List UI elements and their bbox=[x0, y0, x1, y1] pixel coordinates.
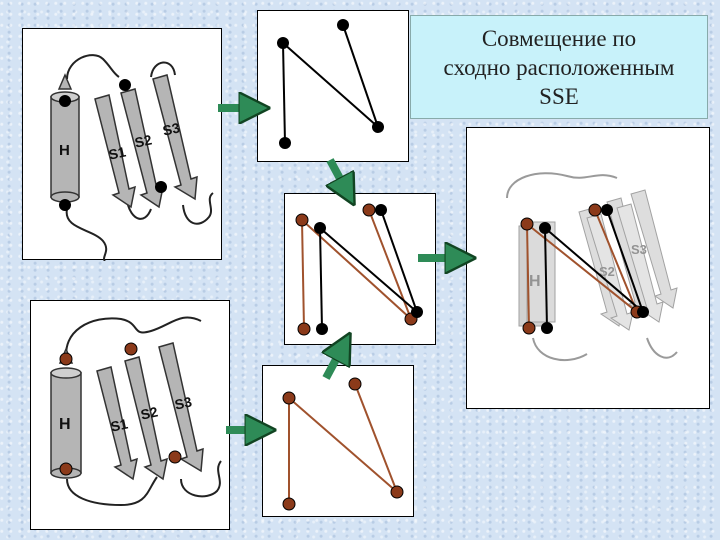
strand-label-3: S3 bbox=[173, 393, 193, 412]
green-arrow-icon bbox=[330, 160, 344, 186]
strand-label-1: S1 bbox=[107, 143, 127, 162]
helix-label: H bbox=[529, 273, 541, 290]
protein-topology-top: H S1 S2 S3 bbox=[23, 29, 223, 261]
strand-label-3: S3 bbox=[631, 242, 647, 257]
protein-topology-bottom: H S1 S2 S3 bbox=[31, 301, 231, 531]
helix-label: H bbox=[59, 142, 70, 159]
structure-panel-bottom: H S1 S2 S3 bbox=[30, 300, 230, 530]
superposition-panel: H S2 S3 bbox=[466, 127, 710, 409]
strand-label-2: S2 bbox=[133, 131, 153, 150]
title-line-3: SSE bbox=[539, 82, 579, 111]
helix-cylinder-icon bbox=[51, 349, 81, 478]
sse-vectors-overlay-panel bbox=[284, 193, 436, 345]
title-line-1: Совмещение по bbox=[482, 24, 636, 53]
title-box: Совмещение по сходно расположенным SSE bbox=[410, 15, 708, 119]
superposed-structures: H S2 S3 bbox=[467, 128, 711, 410]
helix-cylinder-icon bbox=[51, 75, 79, 202]
helix-label: H bbox=[59, 416, 71, 433]
strand-label-1: S1 bbox=[109, 415, 129, 434]
sse-vectors-black-panel bbox=[257, 10, 409, 162]
strand-label-2: S2 bbox=[139, 403, 159, 422]
title-line-2: сходно расположенным bbox=[444, 53, 675, 82]
sse-vectors-brown-panel bbox=[262, 365, 414, 517]
structure-panel-top: H S1 S2 S3 bbox=[22, 28, 222, 260]
